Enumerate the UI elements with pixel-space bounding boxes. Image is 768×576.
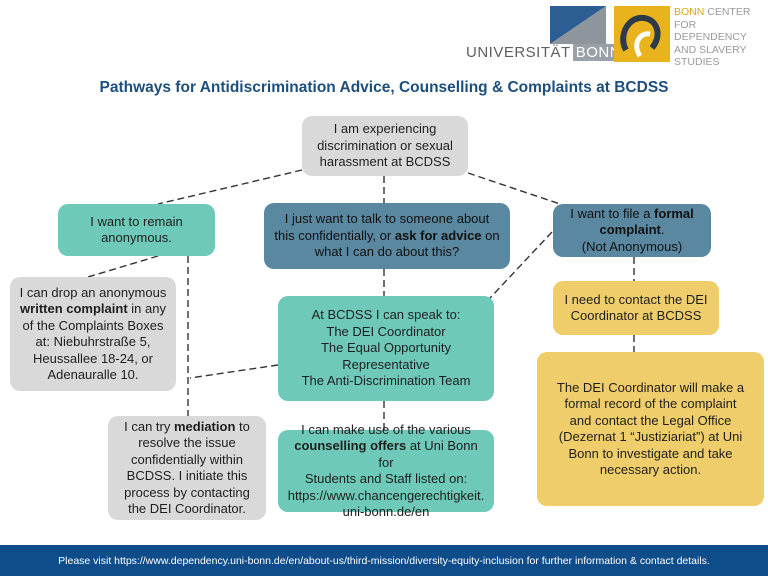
node-mediation-line3: confidentially within — [130, 451, 243, 467]
footer-text: Please visit https://www.dependency.uni-… — [58, 554, 710, 567]
node-anonymous-line2: anonymous. — [101, 230, 172, 245]
node-speak-line3: The Equal Opportunity — [320, 340, 452, 356]
node-record-line6: necessary action. — [599, 462, 702, 477]
node-talk: I just want to talk to someone about thi… — [264, 203, 510, 269]
node-formal-line2: complaint. — [599, 222, 664, 239]
node-formal-line1b: formal — [654, 205, 694, 221]
node-formal-line1: I want to file a formal — [570, 206, 694, 223]
node-mediation-line1a: I can try — [124, 418, 174, 434]
node-mediation-line1c: to — [235, 418, 250, 434]
node-formal-line2b: . — [660, 222, 665, 238]
node-mediation-line1: I can try mediation to — [124, 419, 250, 436]
node-talk-line2c: on — [481, 227, 500, 243]
node-drop-line5: Heussallee 18-24, or — [33, 350, 153, 366]
bcdss-logo — [614, 6, 670, 62]
node-mediation-line4: BCDSS. I initiate this — [126, 468, 248, 483]
node-counselling-line4: https://www.chancengerechtigkeit. — [287, 487, 485, 503]
node-drop-line2b: in any — [127, 301, 166, 316]
uni-logo-prefix: UNIVERSITÄT — [466, 44, 571, 61]
node-mediation-line1b: mediation — [173, 418, 236, 434]
uni-logo-highlight: BONN — [572, 44, 625, 61]
node-drop-line2a: written complaint — [20, 301, 128, 316]
node-counselling-line2b: at Uni Bonn for — [378, 438, 478, 470]
center-logo-line3: AND SLAVERY — [674, 43, 747, 56]
node-speak: At BCDSS I can speak to: The DEI Coordin… — [278, 296, 494, 401]
node-record-line3: and contact the Legal Office — [569, 412, 732, 428]
center-logo-word1: BONN — [674, 6, 705, 18]
edge-anonymous-drop — [87, 255, 159, 278]
node-drop-line3: of the Complaints Boxes — [22, 317, 164, 333]
center-logo-word2: CENTER — [707, 6, 751, 18]
node-talk-line2a: this confidentially, or — [274, 227, 395, 243]
node-record-line2: formal record of the complaint — [564, 396, 737, 411]
node-record-line4: (Dezernat 1 “Justiziariat”) at Uni — [558, 429, 743, 444]
node-anonymous-line1: I want to remain — [90, 213, 183, 229]
node-drop-line6: Adenauralle 10. — [47, 367, 139, 382]
node-counselling-line2: counselling offers at Uni Bonn for — [286, 438, 486, 471]
node-start-line1: I am experiencing — [333, 121, 437, 137]
node-record-line5: Bonn to investigate and take — [568, 445, 733, 461]
node-talk-line1: I just want to talk to someone about — [284, 211, 490, 227]
node-drop: I can drop an anonymous written complain… — [10, 277, 176, 391]
node-mediation-line6: the DEI Coordinator. — [128, 501, 246, 516]
node-formal-line3: (Not Anonymous) — [581, 238, 683, 254]
node-contact-dei-line1: I need to contact the DEI — [564, 291, 708, 307]
node-drop-line1: I can drop an anonymous — [19, 284, 167, 300]
node-counselling-line3: Students and Staff listed on: — [304, 471, 468, 486]
node-record: The DEI Coordinator will make a formal r… — [537, 352, 764, 506]
node-contact-dei-line2: Coordinator at BCDSS — [570, 308, 702, 323]
node-record-line1: The DEI Coordinator will make a — [556, 379, 745, 395]
node-anonymous: I want to remain anonymous. — [58, 204, 215, 256]
node-contact-dei: I need to contact the DEI Coordinator at… — [553, 281, 719, 335]
node-speak-line5: The Anti-Discrimination Team — [301, 373, 471, 389]
node-drop-line2: written complaint in any — [20, 301, 166, 318]
node-start-line2: discrimination or sexual — [317, 137, 453, 153]
node-start-line3: harassment at BCDSS — [319, 154, 451, 170]
footer-bar: Please visit https://www.dependency.uni-… — [0, 545, 768, 576]
edge-start-anonymous — [157, 169, 303, 205]
node-speak-line4: Representative — [342, 356, 430, 372]
center-logo-line2: FOR DEPENDENCY — [674, 18, 747, 44]
node-speak-line1: At BCDSS I can speak to: — [311, 307, 461, 323]
node-talk-line3: what I can do about this? — [314, 244, 460, 260]
edge-start-formal — [467, 172, 561, 205]
node-formal-line1a: I want to file a — [570, 205, 655, 221]
node-start: I am experiencing discrimination or sexu… — [302, 116, 468, 176]
edge-formal-speak — [489, 231, 553, 299]
node-counselling-line2a: counselling offers — [294, 438, 407, 453]
bcdss-wordmark: BONN CENTER FOR DEPENDENCY AND SLAVERY S… — [674, 6, 768, 69]
node-formal: I want to file a formal complaint. (Not … — [553, 204, 711, 257]
node-counselling-line5: uni-bonn.de/en — [342, 504, 430, 519]
node-formal-line2a: complaint — [599, 222, 661, 238]
node-speak-line2: The DEI Coordinator — [326, 323, 446, 339]
university-bonn-logo — [550, 6, 606, 44]
node-mediation-line2: resolve the issue — [138, 435, 236, 450]
node-drop-line4: at: Niebuhrstraße 5, — [35, 334, 151, 349]
node-talk-line2b: ask for advice — [394, 227, 482, 243]
node-mediation: I can try mediation to resolve the issue… — [108, 416, 266, 520]
page-title: Pathways for Antidiscrimination Advice, … — [99, 79, 669, 96]
node-mediation-line5: process by contacting — [124, 484, 250, 500]
node-counselling-line1: I can make use of the various — [301, 421, 471, 437]
node-counselling: I can make use of the various counsellin… — [278, 422, 494, 519]
center-logo-line4: STUDIES — [674, 56, 720, 68]
edge-speak-drop — [189, 364, 279, 379]
node-talk-line2: this confidentially, or ask for advice o… — [274, 228, 499, 245]
